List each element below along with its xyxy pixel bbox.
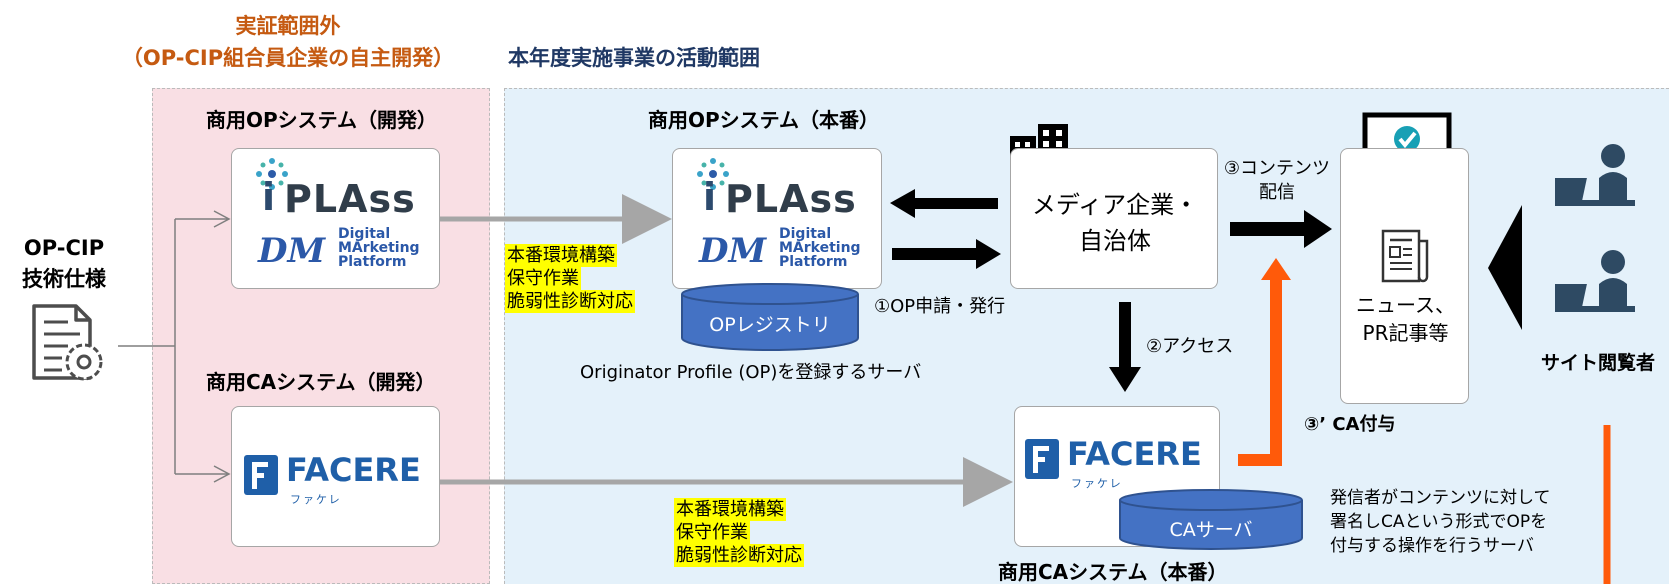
dmp-line3: Platform (338, 254, 407, 270)
arrow-media-to-op (890, 189, 998, 218)
ca-task-item: 本番環境構築 (674, 498, 786, 521)
iplass-logo-prod: i PLAss (687, 157, 867, 227)
op-registry-caption: Originator Profile (OP)を登録するサーバ (580, 362, 922, 383)
facere-text: FACERE (1067, 435, 1202, 473)
dmp-logo: DM Digital MArketing Platform (258, 225, 428, 277)
arrow-access-down (1109, 302, 1141, 392)
ca-task-item: 保守作業 (674, 521, 750, 544)
ca-caption-line: 署名しCAという形式でOPを (1330, 512, 1548, 532)
step-ca-grant: ③’ CA付与 (1304, 414, 1396, 435)
op-task-item: 本番環境構築 (505, 244, 617, 267)
iplass-text: PLAss (284, 177, 416, 221)
viewer-triangle (1488, 205, 1522, 330)
spec-label-line2: 技術仕様 (22, 267, 106, 291)
dmp-mark: DM (258, 231, 326, 271)
facere-kana: ファケレ (1071, 477, 1123, 490)
step-content-line1: ③コンテンツ (1223, 158, 1331, 179)
dev-op-logo-card: i PLAss DM Digital MArketing Platform (231, 148, 440, 289)
document-gear-icon (32, 304, 103, 381)
op-task-item: 脆弱性診断対応 (505, 290, 635, 313)
iplass-sparkle-icon (256, 158, 288, 190)
facere-kana: ファケレ (290, 493, 342, 506)
media-company-card: メディア企業・ 自治体 (1010, 148, 1218, 289)
iplass-text: PLAss (725, 177, 857, 221)
viewer-label: サイト閲覧者 (1541, 352, 1656, 374)
spec-label-line1: OP-CIP (23, 236, 105, 260)
ca-caption-line: 付与する操作を行うサーバ (1330, 536, 1534, 556)
op-registry-label: OPレジストリ (709, 314, 831, 336)
news-line1: ニュース、 (1356, 293, 1455, 317)
dmp-line3: Platform (779, 254, 848, 270)
news-card: ニュース、 PR記事等 (1340, 148, 1469, 404)
facere-logo: FACERE ファケレ (244, 451, 434, 507)
dmp-logo-prod: DM Digital MArketing Platform (699, 225, 869, 277)
prod-op-title: 商用OPシステム（本番） (648, 108, 880, 132)
dmp-line1: Digital (338, 226, 391, 242)
step-content-line2: 配信 (1259, 182, 1295, 203)
ca-server-cylinder (1119, 489, 1303, 550)
iplass-logo: i PLAss (246, 157, 426, 227)
viewer-person-icon (1555, 250, 1635, 312)
facere-mark-icon (1025, 439, 1059, 479)
iplass-i: i (703, 175, 717, 219)
ca-task-list: 本番環境構築 保守作業 脆弱性診断対応 (674, 498, 804, 567)
media-line2: 自治体 (1079, 227, 1151, 255)
dev-ca-title: 商用CAシステム（開発） (206, 370, 436, 394)
facere-logo-prod: FACERE ファケレ (1025, 435, 1215, 491)
media-line1: メディア企業・ (1031, 191, 1199, 219)
op-task-item: 保守作業 (505, 267, 581, 290)
facere-text: FACERE (286, 451, 421, 489)
dmp-mark: DM (699, 231, 767, 271)
spec-bracket (118, 210, 231, 483)
in-scope-heading: 本年度実施事業の活動範囲 (508, 46, 760, 70)
prod-op-logo-card: i PLAss DM Digital MArketing Platform (672, 148, 882, 289)
dmp-line1: Digital (779, 226, 832, 242)
ca-caption-line: 発信者がコンテンツに対して (1330, 488, 1551, 508)
dev-op-title: 商用OPシステム（開発） (206, 108, 438, 132)
dmp-line2: MArketing (338, 240, 420, 256)
step-op-apply: ①OP申請・発行 (874, 296, 1006, 317)
iplass-i: i (262, 175, 276, 219)
news-line2: PR記事等 (1362, 321, 1449, 345)
arrow-op-to-media (892, 239, 1001, 269)
dmp-line2: MArketing (779, 240, 861, 256)
arrow-content-delivery (1230, 210, 1332, 248)
prod-ca-title: 商用CAシステム（本番） (998, 560, 1228, 584)
arrow-ca-grant (1238, 278, 1282, 466)
dev-ca-logo-card: FACERE ファケレ (231, 406, 440, 547)
ca-server-label: CAサーバ (1169, 519, 1253, 541)
ca-server-caption: 発信者がコンテンツに対して 署名しCAという形式でOPを 付与する操作を行うサー… (1330, 486, 1551, 558)
op-registry-cylinder (681, 283, 859, 351)
viewer-person-icon (1555, 144, 1635, 206)
iplass-sparkle-icon (697, 158, 729, 190)
newspaper-icon (1381, 229, 1429, 283)
op-task-list: 本番環境構築 保守作業 脆弱性診断対応 (505, 244, 635, 313)
ca-task-item: 脆弱性診断対応 (674, 544, 804, 567)
out-of-scope-heading-line2: （OP-CIP組合員企業の自主開発） (121, 46, 455, 70)
out-of-scope-heading-line1: 実証範囲外 (235, 14, 341, 38)
facere-mark-icon (244, 455, 278, 495)
step-access: ②アクセス (1146, 336, 1234, 357)
